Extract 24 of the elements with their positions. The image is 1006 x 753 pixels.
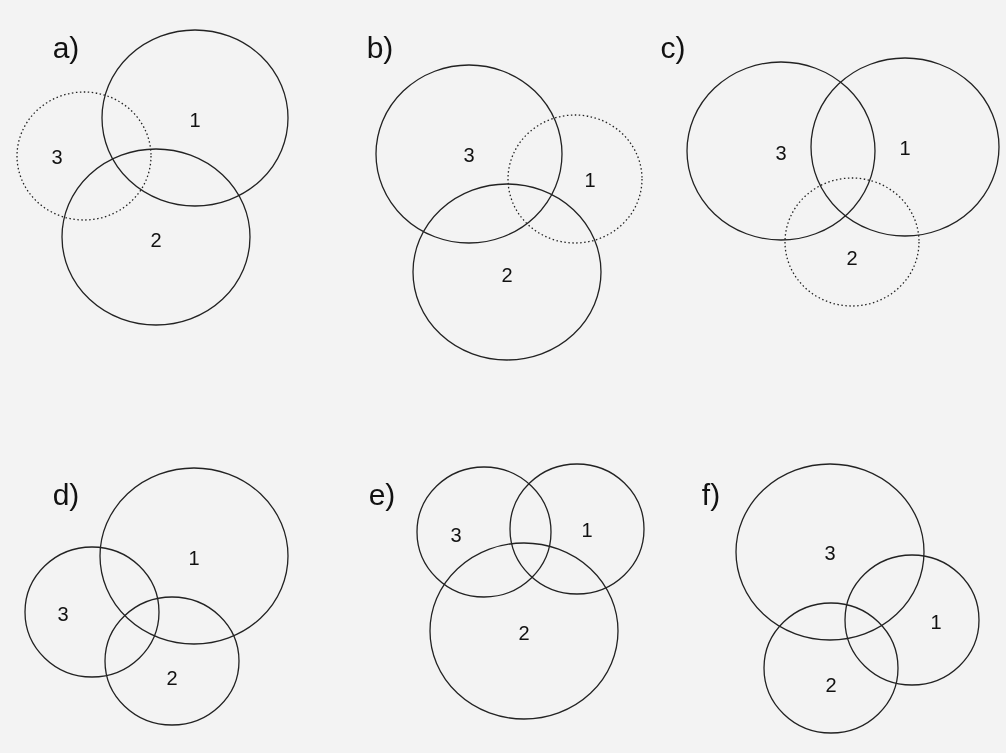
circle-number: 3 <box>824 543 836 563</box>
circle-number: 3 <box>775 143 787 163</box>
panel-label: e) <box>368 480 396 510</box>
circle-number: 3 <box>463 145 475 165</box>
circle-number: 3 <box>450 525 462 545</box>
circle-number: 2 <box>518 623 530 643</box>
circle-number: 1 <box>584 170 596 190</box>
panel-label: f) <box>701 480 721 510</box>
circle-number: 2 <box>150 230 162 250</box>
panel-label: c) <box>660 33 686 63</box>
panel-label: d) <box>52 480 80 510</box>
circle-number: 2 <box>825 675 837 695</box>
circle-number: 1 <box>581 520 593 540</box>
circle-number: 3 <box>51 147 63 167</box>
circle-number: 2 <box>846 248 858 268</box>
circle-number: 1 <box>899 138 911 158</box>
panel-label: a) <box>52 33 80 63</box>
circle-number: 1 <box>189 110 201 130</box>
circle-number: 2 <box>501 265 513 285</box>
panel-label: b) <box>366 33 394 63</box>
circle-number: 2 <box>166 668 178 688</box>
circle-number: 1 <box>188 548 200 568</box>
circle-number: 3 <box>57 604 69 624</box>
circle-number: 1 <box>930 612 942 632</box>
